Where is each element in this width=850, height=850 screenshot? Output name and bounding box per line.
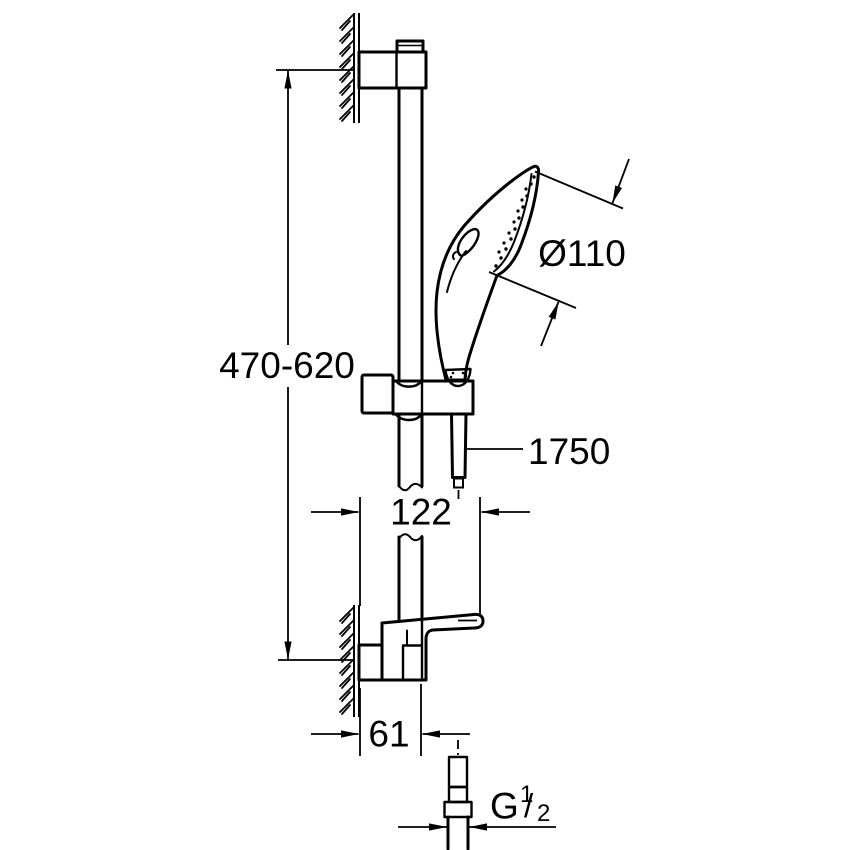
top-wall-hatching — [339, 13, 355, 122]
hose-end — [446, 815, 470, 850]
dim-bracket-offset: 61 — [311, 684, 470, 756]
bottom-mounting-bracket — [357, 612, 485, 682]
thread-letter-label: G — [490, 786, 519, 827]
dim-projection: 122 — [311, 492, 530, 614]
glide-holder — [360, 373, 475, 422]
hand-shower — [434, 164, 541, 388]
dim-rail-height: 470-620 — [219, 69, 355, 661]
bottom-wall — [339, 605, 360, 717]
hose-connector — [443, 740, 473, 850]
rail-end-cap — [395, 39, 425, 54]
knurled-nut — [443, 800, 473, 819]
bottom-wall-hatching — [339, 606, 355, 715]
head-diameter-label: Ø110 — [538, 233, 626, 274]
rail-height-label: 470-620 — [219, 345, 355, 386]
bottom-bracket-body — [380, 612, 485, 682]
bracket-offset-label: 61 — [368, 714, 409, 755]
projection-label: 122 — [390, 492, 452, 533]
dim-thread: G 1 / 2 — [398, 781, 556, 831]
hose-cone-dots — [449, 371, 468, 382]
dim-hose-length: 1750 — [467, 431, 610, 472]
thread-numerator-label: 1 — [520, 781, 533, 808]
thread-slash-label: / — [524, 787, 534, 824]
rail-break-lower — [398, 533, 423, 542]
connector-nipple — [447, 755, 469, 789]
thread-denominator-label: 2 — [537, 800, 550, 827]
holder-knob — [360, 373, 395, 415]
top-mounting-bracket — [357, 39, 428, 90]
hose-length-label: 1750 — [528, 431, 610, 472]
dim-head-diameter: Ø110 — [488, 158, 630, 347]
top-wall — [339, 13, 360, 123]
mode-button — [456, 228, 480, 257]
rail-break-upper — [398, 482, 423, 492]
spray-face-inner-edge — [493, 173, 533, 273]
shower-rail — [397, 86, 424, 623]
bottom-bracket-wall-block — [357, 643, 384, 682]
shower-hose — [450, 412, 468, 501]
hose-cone-nut — [444, 367, 472, 388]
hand-shower-outline — [434, 164, 541, 382]
head-neck-line — [446, 250, 467, 293]
spray-face-dots — [494, 175, 536, 268]
